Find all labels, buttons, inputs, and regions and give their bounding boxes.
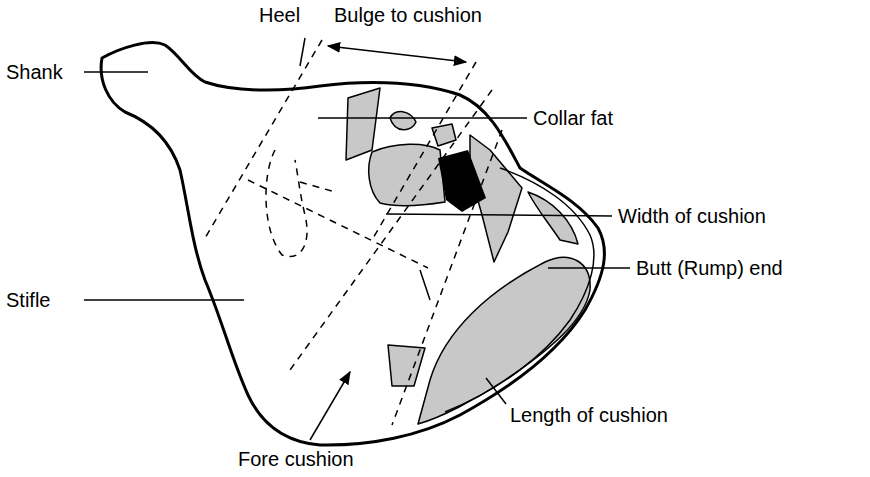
- part-label: Stifle: [6, 289, 50, 311]
- dimension-label: Bulge to cushion: [334, 4, 482, 26]
- fore-cushion-arrow: [310, 372, 350, 440]
- dimension-arrow: [328, 46, 466, 62]
- part-label: Heel: [259, 4, 300, 26]
- part-label: Length of cushion: [510, 404, 668, 426]
- part-label: Width of cushion: [618, 205, 766, 227]
- part-label: Collar fat: [533, 107, 613, 129]
- leader-lines: [84, 72, 630, 404]
- part-label: Fore cushion: [238, 448, 354, 470]
- seam-lines: [205, 40, 502, 425]
- fat-line: [445, 168, 594, 412]
- muscle-sections: [346, 88, 590, 424]
- heel-tick: [300, 38, 305, 66]
- black-section: [438, 150, 486, 212]
- part-label: Shank: [6, 61, 63, 83]
- part-label: Butt (Rump) end: [636, 257, 783, 279]
- cut-outline: [101, 43, 604, 445]
